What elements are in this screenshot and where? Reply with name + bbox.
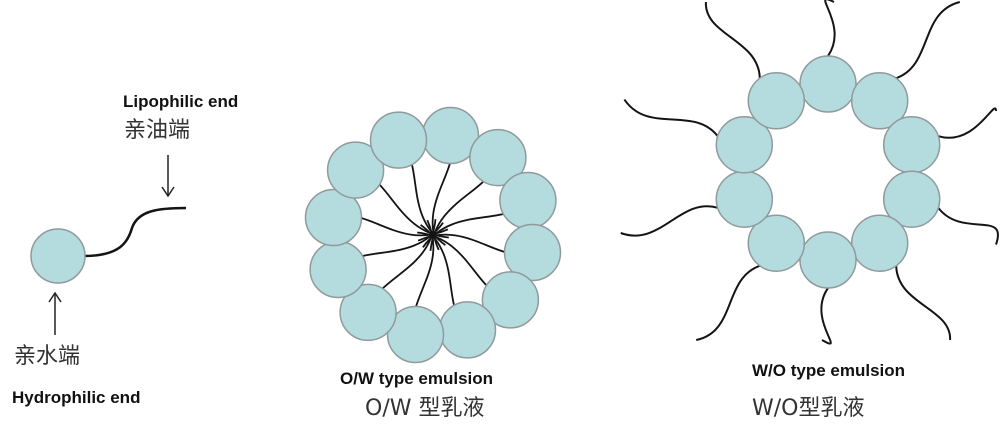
wo-tail: [820, 287, 832, 345]
ow-head: [309, 240, 367, 299]
arrow-to-lipophilic-end: [161, 155, 175, 198]
ow-emulsion-title: O/W type emulsion: [340, 369, 494, 388]
ow-head: [503, 223, 562, 282]
wo-head: [882, 116, 941, 174]
wo-tail: [895, 1, 961, 80]
ow-head: [481, 271, 540, 329]
wo-tail: [695, 264, 761, 341]
arrow-to-hydrophilic-end: [48, 291, 62, 335]
ow-head: [326, 141, 385, 199]
ow-emulsion-title-cn: O/W 型乳液: [365, 396, 485, 421]
wo-head: [799, 55, 857, 113]
wo-head: [850, 72, 909, 130]
wo-head: [850, 214, 909, 272]
wo-tail: [620, 205, 718, 237]
surfactant-molecule: [30, 155, 187, 335]
wo-head: [799, 231, 857, 289]
hydrophilic-end-label: Hydrophilic end: [12, 388, 141, 407]
ow-head: [369, 111, 428, 169]
wo-head: [715, 116, 774, 174]
wo-emulsion-reverse-micelle: [620, 0, 999, 345]
ow-head: [438, 301, 497, 359]
ow-head: [339, 283, 397, 342]
wo-head: [747, 72, 806, 130]
hydrophilic-head: [30, 228, 86, 284]
wo-heads-ring: [715, 55, 941, 289]
wo-emulsion-title-cn: W/O型乳液: [752, 396, 865, 421]
wo-tail: [623, 98, 719, 137]
lipophilic-end-label: Lipophilic end: [123, 92, 239, 111]
ow-head: [499, 171, 557, 230]
wo-head: [882, 170, 941, 228]
wo-tail: [824, 0, 836, 57]
ow-heads-ring: [304, 106, 562, 364]
wo-outer-tails: [620, 0, 999, 345]
wo-tail: [937, 207, 999, 245]
wo-head: [747, 214, 806, 272]
hydrophilic-end-label-cn: 亲水端: [14, 344, 81, 369]
wo-tail: [895, 265, 952, 341]
wo-emulsion-title: W/O type emulsion: [752, 361, 906, 380]
ow-head: [386, 305, 445, 364]
lipophilic-tail: [83, 206, 187, 258]
wo-tail: [938, 107, 997, 139]
wo-head: [715, 170, 774, 228]
ow-emulsion-micelle: [304, 106, 562, 364]
ow-head: [304, 188, 363, 247]
ow-head: [469, 128, 527, 187]
wo-tail: [704, 1, 761, 79]
lipophilic-end-label-cn: 亲油端: [124, 118, 191, 143]
